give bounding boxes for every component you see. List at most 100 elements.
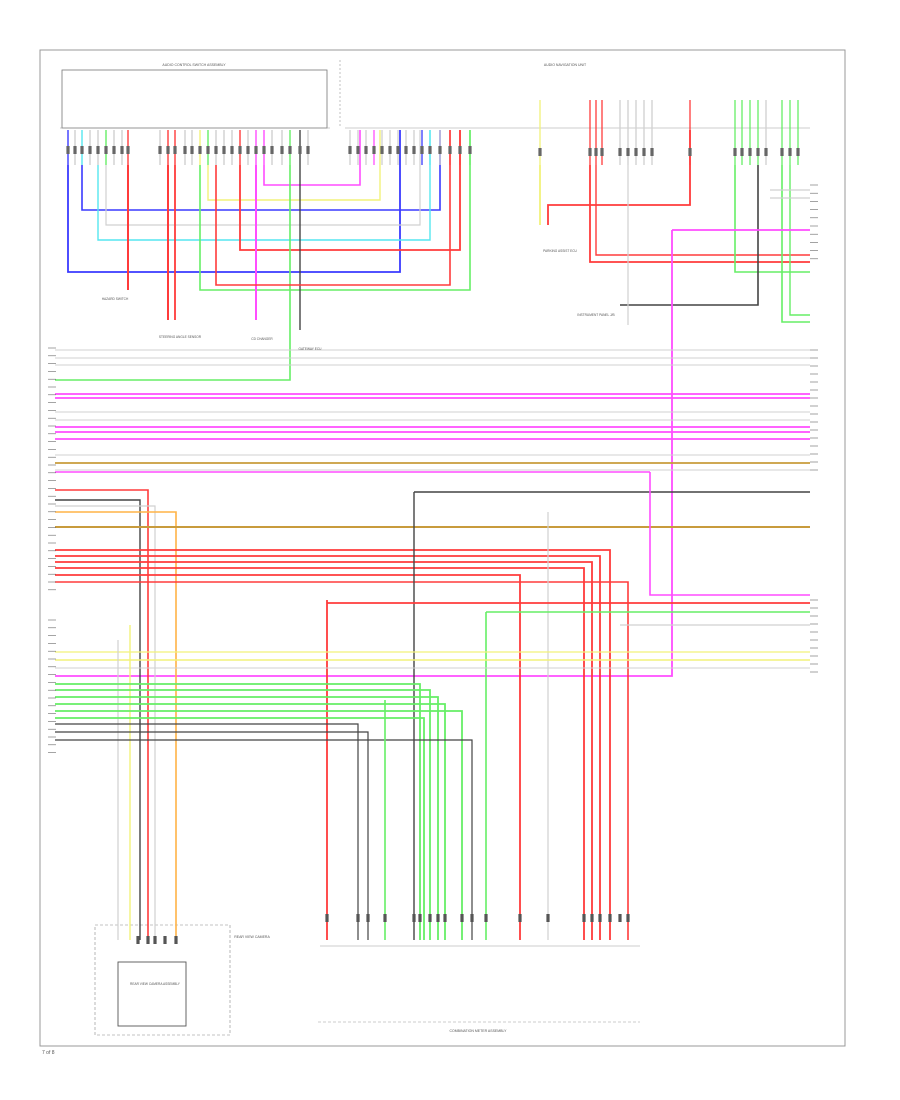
connector-pin xyxy=(740,148,744,156)
connector-pin xyxy=(518,914,522,922)
green-right-run-3 xyxy=(789,165,810,316)
red-right-run-2 xyxy=(595,165,810,256)
connector-pin xyxy=(153,936,157,944)
cd-changer-label: CD CHANGER xyxy=(251,337,273,341)
connector-pin xyxy=(756,148,760,156)
connector-pin xyxy=(748,148,752,156)
connector-pin xyxy=(198,146,202,154)
diagram-frame xyxy=(39,49,846,1047)
green-meter-run xyxy=(55,717,425,940)
connector-pin xyxy=(796,148,800,156)
green-loop xyxy=(199,130,471,291)
connector-pin xyxy=(618,914,622,922)
connector-pin xyxy=(96,146,100,154)
connector-pin xyxy=(183,146,187,154)
connector-pin xyxy=(443,914,447,922)
connector-pin xyxy=(626,148,630,156)
connector-pin xyxy=(222,146,226,154)
connector-pin xyxy=(608,914,612,922)
connector-pin xyxy=(146,936,150,944)
connector-pin xyxy=(634,148,638,156)
connector-pin xyxy=(594,148,598,156)
camera-unit-label: REAR VIEW CAMERA ASSEMBLY xyxy=(130,982,181,986)
connector-pin xyxy=(73,146,77,154)
connector-pin xyxy=(298,146,302,154)
connector-pin xyxy=(764,148,768,156)
red-meter-run-4 xyxy=(55,567,585,940)
connector-pin xyxy=(280,146,284,154)
connector-pin xyxy=(126,146,130,154)
connector-pin xyxy=(396,146,400,154)
connector-pin xyxy=(120,146,124,154)
connector-pin xyxy=(173,146,177,154)
green-meter-run xyxy=(55,689,431,940)
connector-pin xyxy=(484,914,488,922)
connector-pin xyxy=(158,146,162,154)
connector-pin xyxy=(470,914,474,922)
green-run xyxy=(55,165,291,381)
connector-pin xyxy=(468,146,472,154)
connector-pin xyxy=(136,936,140,944)
green-meter-run xyxy=(55,710,463,940)
connector-pin xyxy=(190,146,194,154)
connector-pin xyxy=(418,914,422,922)
connector-pin xyxy=(588,148,592,156)
connector-pin xyxy=(590,914,594,922)
yellow-loop xyxy=(207,130,381,201)
connector-pin xyxy=(174,936,178,944)
connector-pin xyxy=(404,146,408,154)
light-camera-run xyxy=(55,505,156,940)
connector-pin xyxy=(388,146,392,154)
connector-pin xyxy=(600,148,604,156)
connector-pin xyxy=(88,146,92,154)
connector-pin xyxy=(306,146,310,154)
connector-pin xyxy=(366,914,370,922)
camera-unit-box xyxy=(117,961,187,1027)
magenta-right-loop xyxy=(649,472,810,596)
dark-meter-run-2 xyxy=(55,731,369,940)
connector-pin xyxy=(598,914,602,922)
red-meter-run-5 xyxy=(55,574,521,940)
connector-pin xyxy=(626,914,630,922)
red-loop xyxy=(239,130,461,251)
connector-pin xyxy=(80,146,84,154)
green-meter-run xyxy=(55,703,446,940)
connector-pin xyxy=(383,914,387,922)
blue-loop xyxy=(67,130,401,273)
connector-pin xyxy=(436,914,440,922)
connector-pin xyxy=(428,914,432,922)
junction-block-label: INSTRUMENT PANEL J/B xyxy=(577,313,614,317)
cyan-loop xyxy=(97,130,431,241)
red-meter-run-2 xyxy=(55,555,601,940)
connector-pin xyxy=(412,146,416,154)
magenta-long-loop xyxy=(55,230,673,677)
connector-pin xyxy=(438,146,442,154)
magenta-loop xyxy=(263,130,361,186)
green-meter-run xyxy=(55,696,439,940)
red-loop-2 xyxy=(215,130,451,286)
connector-pin xyxy=(270,146,274,154)
steering-sensor-label: STEERING ANGLE SENSOR xyxy=(159,335,202,339)
connector-pin xyxy=(238,146,242,154)
connector-pin xyxy=(206,146,210,154)
connector-pin xyxy=(372,146,376,154)
connector-pin xyxy=(214,146,218,154)
connector-pin xyxy=(288,146,292,154)
connector-pin xyxy=(254,146,258,154)
green-right-run-2 xyxy=(781,165,810,323)
orange-camera-run xyxy=(55,511,177,940)
connector-pin xyxy=(66,146,70,154)
connector-pin xyxy=(788,148,792,156)
pin-layer xyxy=(66,146,800,944)
connector-pin xyxy=(356,914,360,922)
connector-pin xyxy=(166,146,170,154)
rear-view-camera-label: REAR VIEW CAMERA xyxy=(234,935,270,939)
dark-camera-run xyxy=(55,499,141,940)
connector-pin xyxy=(642,148,646,156)
red-right-loop xyxy=(547,130,691,225)
green-meter-run-b xyxy=(55,683,421,940)
dark-right-run xyxy=(620,165,759,306)
connector-pin xyxy=(364,146,368,154)
